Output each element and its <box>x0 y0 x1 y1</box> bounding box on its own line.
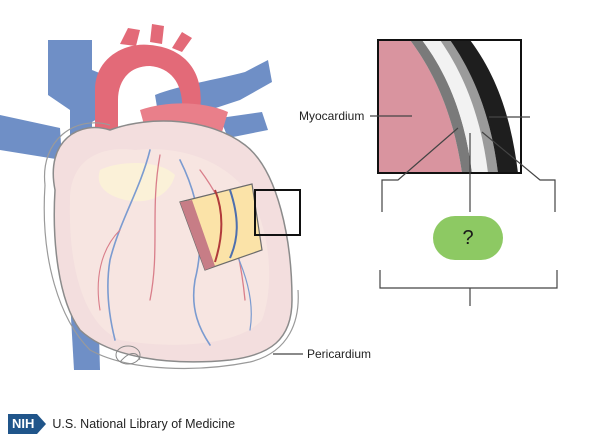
nih-logo-text: NIH <box>8 414 38 434</box>
myocardium-label: Myocardium <box>299 109 365 123</box>
zoom-inset <box>377 39 522 174</box>
pericardium-label: Pericardium <box>307 347 372 361</box>
nih-logo: NIH <box>8 414 47 434</box>
nih-organization: U.S. National Library of Medicine <box>52 417 236 431</box>
nih-footer: NIH U.S. National Library of Medicine <box>8 414 235 434</box>
question-bubble: ? <box>433 216 503 260</box>
nih-logo-arrow <box>37 414 47 434</box>
leader-lines <box>273 115 558 355</box>
artist-mark <box>115 345 141 365</box>
zoom-box <box>254 189 301 236</box>
cutaway-window <box>179 183 263 271</box>
